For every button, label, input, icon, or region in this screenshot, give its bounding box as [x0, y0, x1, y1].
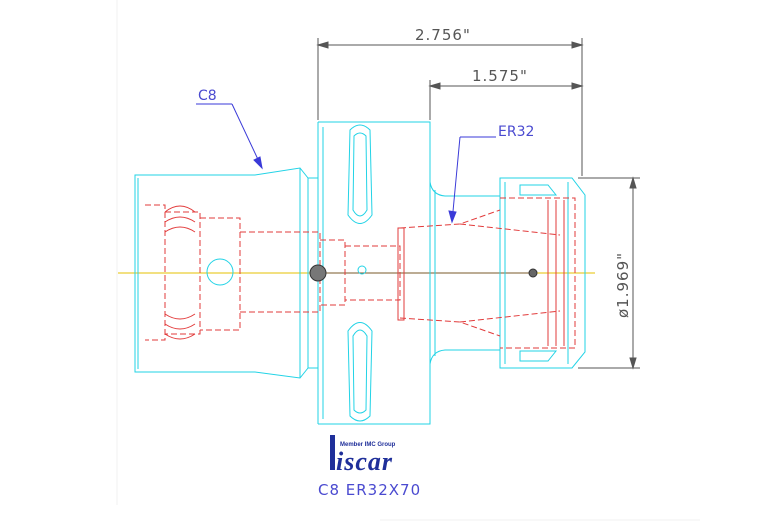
nut-diameter-label: ø1.969"	[614, 252, 632, 318]
dimension-lines	[316, 38, 640, 370]
shank-callout-label: C8	[198, 88, 217, 104]
callout-leaders	[196, 103, 496, 224]
logo-tagline: Member IMC Group	[340, 442, 396, 448]
sheet-border	[116, 0, 700, 521]
collet-callout-label: ER32	[498, 124, 534, 140]
internal-hidden-lines	[145, 197, 576, 349]
nut-length-label: 1.575"	[472, 67, 528, 85]
iscar-logo-icon: Member IMC Group iscar	[330, 435, 396, 476]
coolant-bore-icon	[206, 258, 538, 286]
collet-nut-icon	[499, 177, 586, 369]
logo-brand: iscar	[336, 447, 393, 476]
overall-length-label: 2.756"	[415, 26, 471, 44]
thread-grooves	[164, 200, 565, 346]
part-name: C8 ER32X70	[318, 481, 421, 499]
shank-icon	[134, 167, 318, 379]
